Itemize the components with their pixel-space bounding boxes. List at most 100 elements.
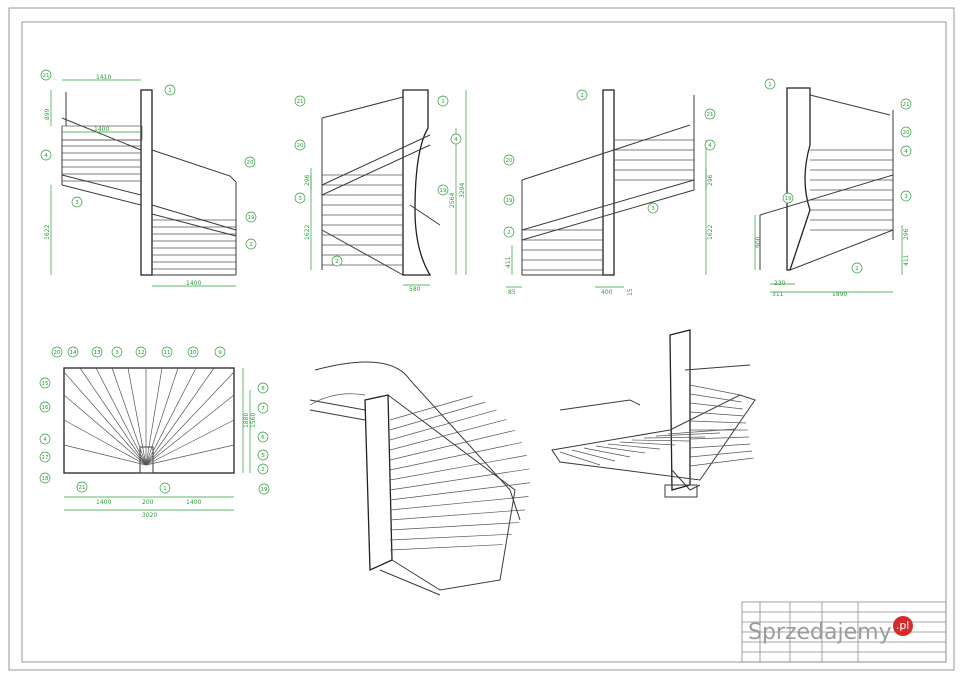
watermark-badge: .pl bbox=[892, 616, 913, 636]
balloon: 6 bbox=[261, 435, 265, 441]
balloon: 11 bbox=[164, 350, 171, 356]
balloon: 5 bbox=[261, 453, 265, 459]
balloon: 13 bbox=[94, 350, 101, 356]
dim-w-mid: 400 bbox=[601, 289, 613, 296]
plan-tread-edge bbox=[63, 371, 147, 466]
dim-bottom: 580 bbox=[409, 286, 421, 293]
plan-tread-edge bbox=[127, 367, 147, 466]
dim-w-b: 311 bbox=[772, 291, 784, 298]
side-view-1: 1410 1400 899 1622 1400 21 1 4 20 3 19 2 bbox=[40, 69, 257, 287]
balloon: 19 bbox=[785, 196, 792, 202]
plan-tread-edge bbox=[145, 367, 179, 466]
balloon: 2 bbox=[249, 242, 253, 248]
balloon: 20 bbox=[903, 130, 910, 136]
balloon: 7 bbox=[261, 406, 265, 412]
dim-small: 296 bbox=[304, 174, 311, 186]
balloon: 12 bbox=[138, 350, 145, 356]
balloon: 20 bbox=[54, 350, 61, 356]
isometric-view-1 bbox=[309, 361, 531, 596]
balloon: 10 bbox=[190, 350, 197, 356]
dim-right: 1400 bbox=[186, 499, 201, 506]
dim-low: 411 bbox=[505, 256, 512, 268]
plan-tread-edge bbox=[145, 394, 235, 466]
balloon: 1 bbox=[768, 82, 772, 88]
balloon: 3 bbox=[904, 194, 908, 200]
dim-mid-width: 1400 bbox=[94, 126, 109, 133]
balloon: 21 bbox=[903, 102, 910, 108]
dim-w-left: 85 bbox=[508, 289, 516, 296]
dim-depth-a: 1880 bbox=[243, 413, 250, 428]
balloon: 19 bbox=[506, 198, 513, 204]
dim-w-total: 1890 bbox=[832, 291, 847, 298]
dim-w-a: 230 bbox=[774, 280, 786, 287]
isometric-view-2 bbox=[551, 329, 756, 498]
balloon: 9 bbox=[218, 350, 222, 356]
watermark-text: Sprzedajemy bbox=[748, 620, 892, 645]
plan-tread-edge bbox=[63, 419, 147, 466]
dim-small: 296 bbox=[903, 228, 910, 240]
plan-tread-edge bbox=[63, 444, 147, 466]
sheet-border-inner bbox=[21, 21, 947, 663]
balloon: 1 bbox=[168, 88, 172, 94]
plan-tread-edge bbox=[111, 367, 147, 466]
balloon: 1 bbox=[441, 99, 445, 105]
balloon: 20 bbox=[247, 160, 254, 166]
balloon: 2 bbox=[335, 259, 339, 265]
balloon: 4 bbox=[43, 437, 47, 443]
plan-tread-edge bbox=[79, 367, 147, 466]
dim-left: 1400 bbox=[96, 499, 111, 506]
balloon: 19 bbox=[261, 487, 268, 493]
side-view-4: 900 296 411 230 311 1890 1 21 20 4 3 19 … bbox=[754, 78, 912, 298]
balloon: 8 bbox=[261, 386, 265, 392]
balloon: 4 bbox=[454, 137, 458, 143]
plan-tread-edge bbox=[145, 444, 235, 466]
plan-tread-edge bbox=[95, 367, 147, 466]
dim-depth-b: 1560 bbox=[250, 413, 257, 428]
balloon: 14 bbox=[70, 350, 77, 356]
balloon: 21 bbox=[707, 112, 714, 118]
balloon: 20 bbox=[506, 158, 513, 164]
balloon: 18 bbox=[42, 476, 49, 482]
dim-height: 1622 bbox=[44, 225, 51, 240]
balloon: 16 bbox=[42, 405, 49, 411]
balloon: 3 bbox=[115, 350, 119, 356]
balloon: 3 bbox=[298, 196, 302, 202]
balloon: 2 bbox=[855, 266, 859, 272]
dim-height-left: 1622 bbox=[304, 225, 311, 240]
plan-tread-edge bbox=[63, 394, 147, 466]
plan-tread-edge bbox=[145, 367, 163, 466]
dim-part: 2564 bbox=[449, 193, 456, 208]
dim-bottom: 1400 bbox=[186, 280, 201, 287]
balloon: 21 bbox=[43, 73, 50, 79]
balloon: 19 bbox=[440, 188, 447, 194]
dim-height-left: 900 bbox=[755, 236, 762, 248]
balloon: 15 bbox=[42, 381, 49, 387]
balloon: 3 bbox=[75, 200, 79, 206]
balloon: 19 bbox=[248, 215, 255, 221]
balloon: 17 bbox=[42, 455, 49, 461]
sheet-border-outer bbox=[8, 7, 955, 671]
dim-top-width: 1410 bbox=[96, 74, 111, 81]
balloon: 4 bbox=[904, 149, 908, 155]
balloon: 4 bbox=[44, 153, 48, 159]
balloon: 21 bbox=[297, 99, 304, 105]
plan-tread-edge bbox=[145, 367, 215, 466]
dim-low: 411 bbox=[903, 254, 910, 266]
side-view-2: 1622 296 3294 2564 580 21 1 20 4 3 19 2 bbox=[294, 89, 467, 293]
dim-total: 3294 bbox=[459, 183, 466, 198]
dim-w-small: 15 bbox=[627, 288, 634, 296]
balloon: 21 bbox=[79, 485, 86, 491]
plan-tread-edge bbox=[145, 371, 235, 466]
balloon: 1 bbox=[580, 93, 584, 99]
balloon: 2 bbox=[507, 230, 511, 236]
balloon: 4 bbox=[708, 143, 712, 149]
balloon: 20 bbox=[297, 143, 304, 149]
balloon: 1 bbox=[163, 486, 167, 492]
side-view-3: 1622 296 411 85 400 15 1 21 4 20 19 3 2 bbox=[503, 89, 716, 296]
dim-small: 296 bbox=[707, 174, 714, 186]
dim-mid: 200 bbox=[142, 499, 154, 506]
dim-height-right: 1622 bbox=[707, 225, 714, 240]
plan-tread-edge bbox=[145, 419, 235, 466]
dim-total: 3020 bbox=[142, 512, 157, 519]
